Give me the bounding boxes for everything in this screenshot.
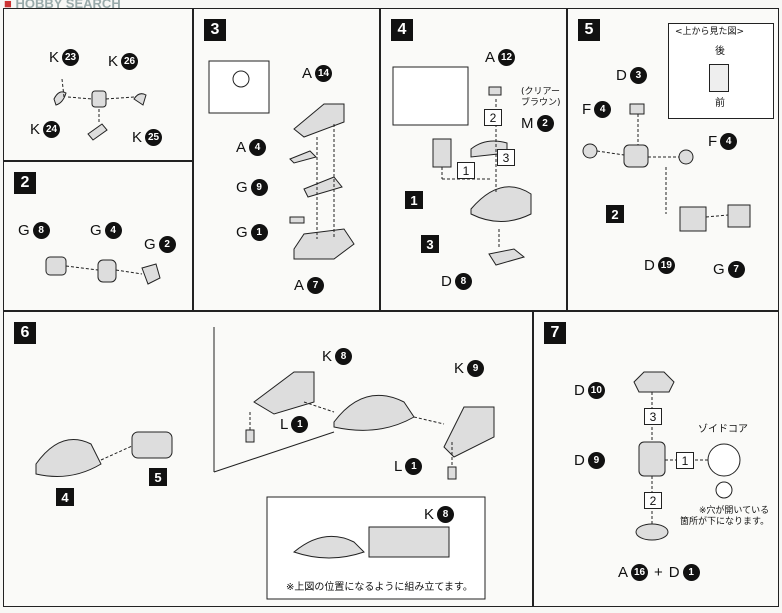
step-number: 5 xyxy=(578,19,600,41)
hobby-search-logo: ■ HOBBY SEARCH xyxy=(4,0,121,11)
order-2: 2 xyxy=(484,109,502,126)
sub-step-5: 5 xyxy=(149,468,167,486)
step4-diagram xyxy=(392,66,532,266)
step1-diagram xyxy=(53,78,147,141)
order-3: 3 xyxy=(644,408,662,425)
order-1: 1 xyxy=(676,452,694,469)
hole-note: ※穴が開いている 箇所が下になります。 xyxy=(680,506,770,527)
step-number: 6 xyxy=(14,322,36,344)
top-view-inset: <上から見た図> 後 前 xyxy=(668,23,774,119)
front-label: 前 xyxy=(715,98,725,109)
order-1: 1 xyxy=(457,162,475,179)
step-number: 2 xyxy=(14,172,36,194)
sub-step-3: 3 xyxy=(421,235,439,253)
step2-diagram xyxy=(45,256,161,285)
step3-diagram xyxy=(208,60,355,260)
top-view-part xyxy=(709,64,729,92)
back-label: 後 xyxy=(715,46,725,57)
order-2: 2 xyxy=(644,492,662,509)
watermark-bar: ■ HOBBY SEARCH xyxy=(0,0,782,11)
zoid-core-label: ゾイドコア xyxy=(698,424,748,435)
step6-diagram xyxy=(35,327,495,600)
sub-step-4: 4 xyxy=(56,488,74,506)
order-3: 3 xyxy=(497,149,515,166)
sub-step-1: 1 xyxy=(405,191,423,209)
step-number: 3 xyxy=(204,19,226,41)
step-number: 7 xyxy=(544,322,566,344)
clear-brown-note: (クリアー ブラウン) xyxy=(521,87,561,108)
top-view-title: <上から見た図> xyxy=(675,27,745,37)
step7-diagram xyxy=(633,371,741,541)
assembly-note: ※上図の位置になるように組み立てます。 xyxy=(286,582,473,593)
step5-diagram xyxy=(582,103,751,232)
sub-step-2: 2 xyxy=(606,205,624,223)
step-number: 4 xyxy=(391,19,413,41)
